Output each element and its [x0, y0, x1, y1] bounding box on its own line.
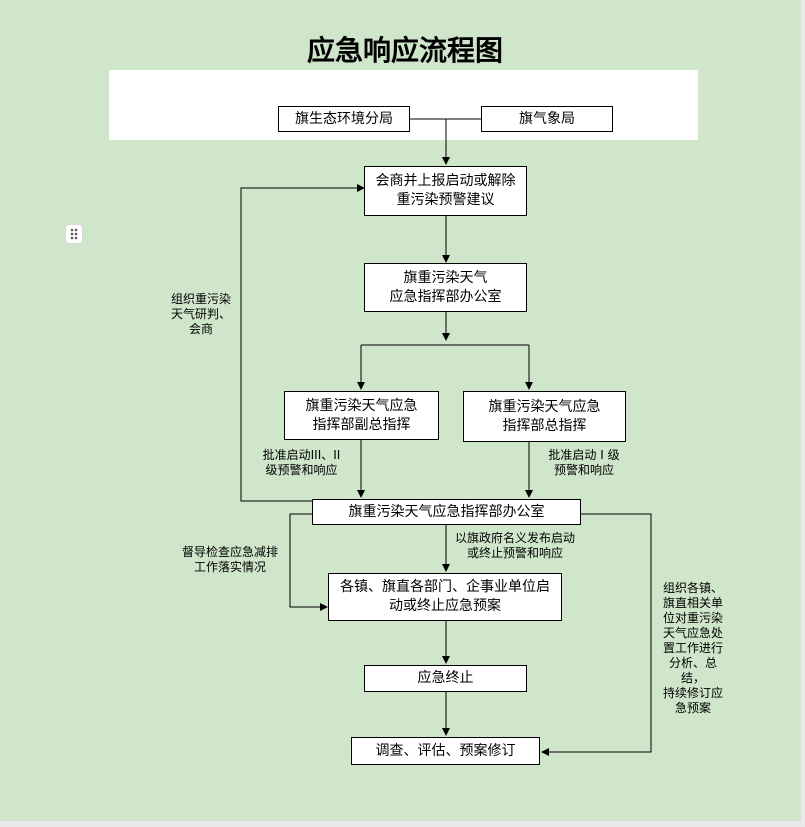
- page-title: 应急响应流程图: [306, 34, 503, 67]
- node-eco-bureau: 旗生态环境分局: [278, 106, 410, 132]
- node-terminate: 应急终止: [364, 665, 527, 692]
- note-approve-level-2-3: 批准启动III、II 级预警和响应: [262, 448, 341, 477]
- bottom-edge: [0, 821, 805, 827]
- scrollbar-edge: [801, 0, 805, 827]
- note-publish: 以旗政府名义发布启动 或终止预警和响应: [454, 531, 575, 560]
- node-command-office-1: 旗重污染天气 应急指挥部办公室: [364, 263, 527, 312]
- node-units-start: 各镇、旗直各部门、企事业单位启 动或终止应急预案: [328, 573, 562, 621]
- arrow-office2-to-review: [541, 513, 652, 756]
- node-command-office-2: 旗重污染天气应急指挥部办公室: [312, 499, 581, 525]
- note-research: 组织重污染 天气研判、 会商: [170, 292, 231, 336]
- arrow-supervise-to-units: [289, 513, 328, 611]
- arrow-loop-to-consult: [240, 184, 365, 502]
- node-commander: 旗重污染天气应急 指挥部总指挥: [463, 391, 626, 442]
- node-weather-bureau: 旗气象局: [481, 106, 613, 132]
- drag-handle-icon[interactable]: [66, 225, 82, 243]
- note-supervise: 督导检查应急减排 工作落实情况: [181, 545, 278, 574]
- note-summary: 组织各镇、 旗直相关单 位对重污染 天气应急处 置工作进行 分析、总结， 持续修…: [662, 581, 723, 715]
- note-approve-level-1: 批准启动 I 级 预警和响应: [548, 448, 620, 477]
- node-consult: 会商并上报启动或解除 重污染预警建议: [364, 166, 527, 216]
- node-review: 调查、评估、预案修订: [351, 737, 540, 765]
- node-deputy-commander: 旗重污染天气应急 指挥部副总指挥: [284, 391, 439, 440]
